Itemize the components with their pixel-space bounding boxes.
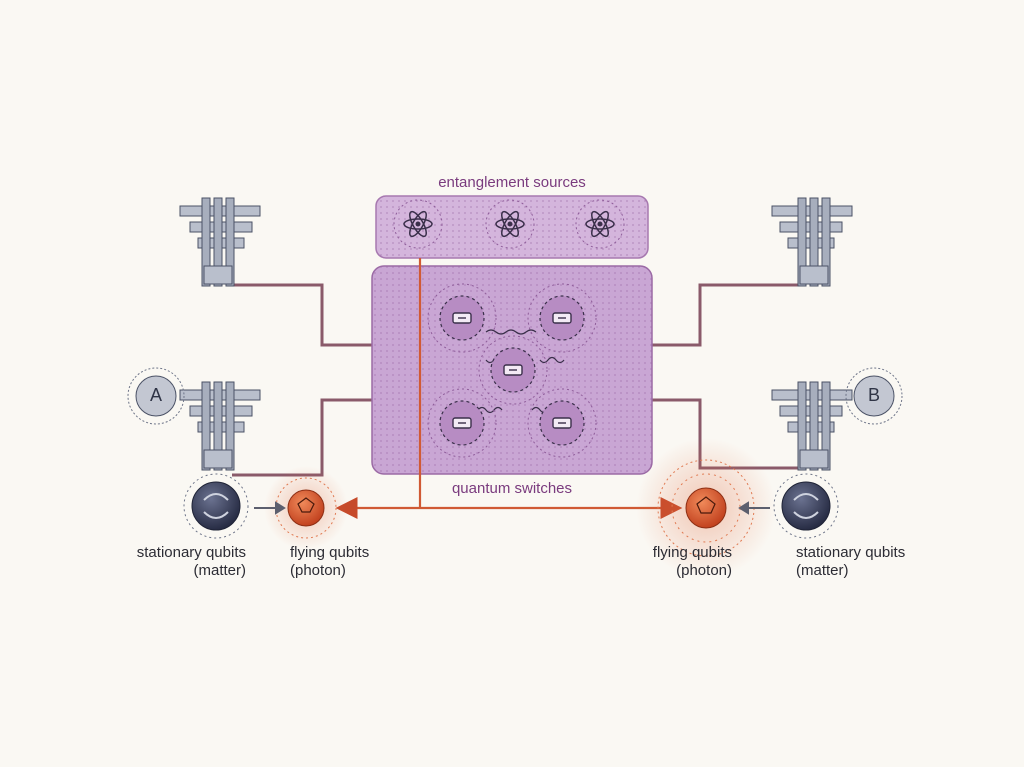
switch-node-5 xyxy=(527,388,597,458)
switch-node-4 xyxy=(427,388,497,458)
left-flying-label-1: flying qubits xyxy=(290,544,370,561)
tower-icon-left-bottom xyxy=(179,381,261,471)
switch-node-3 xyxy=(478,335,548,405)
link-mid-left xyxy=(232,398,376,477)
switch-node-2 xyxy=(527,283,597,353)
entanglement-sources-title: entanglement sources xyxy=(438,174,586,191)
quantum-switches-title: quantum switches xyxy=(451,480,573,497)
atom-icon-1 xyxy=(393,199,443,249)
node-a-label: A xyxy=(149,385,162,405)
atom-icon-2 xyxy=(485,199,535,249)
link-top-left xyxy=(232,283,376,347)
node-b-circle xyxy=(845,367,903,425)
tower-icon-left-top xyxy=(179,197,261,287)
left-stationary-label-2: (matter) xyxy=(193,562,247,579)
left-stationary-label-1: stationary qubits xyxy=(136,544,246,561)
atom-icon-3 xyxy=(575,199,625,249)
right-stationary-label-1: stationary qubits xyxy=(796,544,906,561)
photon-channel xyxy=(335,258,683,519)
node-a-circle xyxy=(127,367,185,425)
link-top-right xyxy=(650,283,800,347)
emission-arrows xyxy=(254,501,770,515)
entanglement-sources-box xyxy=(375,195,649,259)
right-flying-label-1: flying qubits xyxy=(652,544,732,561)
node-b-label: B xyxy=(867,385,880,405)
switch-node-1 xyxy=(427,283,497,353)
stationary-qubit-left-icon xyxy=(183,473,249,539)
stationary-qubit-right-icon xyxy=(773,473,839,539)
tower-icon-right-top xyxy=(771,197,853,287)
tower-icon-right-bottom xyxy=(771,381,853,471)
left-flying-label-2: (photon) xyxy=(290,562,346,579)
flying-qubit-left-icon xyxy=(264,466,348,550)
right-stationary-label-2: (matter) xyxy=(796,562,849,579)
right-flying-label-2: (photon) xyxy=(676,562,732,579)
